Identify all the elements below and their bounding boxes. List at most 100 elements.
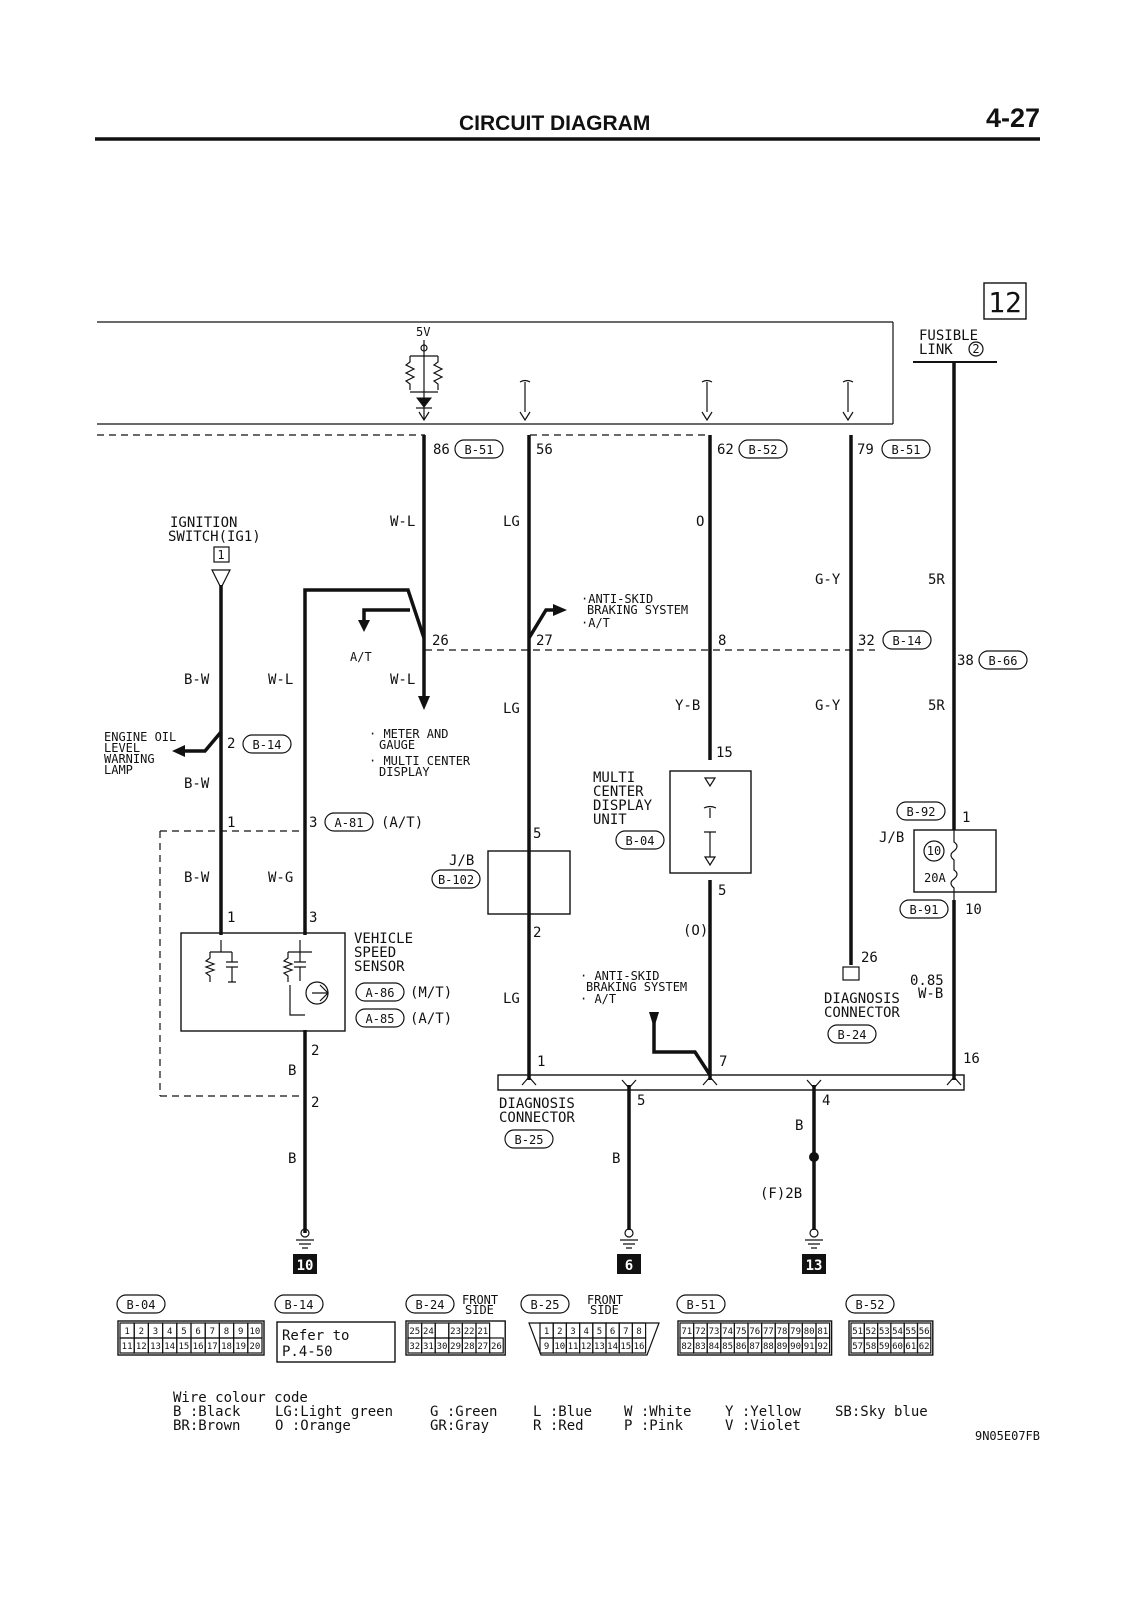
connector-pin-number: 10: [249, 1327, 260, 1337]
connector-pin-number: 9: [544, 1342, 549, 1352]
connector-pin-number: 3: [570, 1327, 575, 1337]
face-label-b51: B-51: [687, 1298, 716, 1312]
svg-text:5V: 5V: [416, 325, 430, 339]
connector-pin-number: 57: [852, 1342, 863, 1352]
diag-b24-terminal: [842, 966, 860, 981]
svg-text:FRONT: FRONT: [587, 1293, 623, 1307]
diag-b25-connector-bar: [497, 1074, 965, 1091]
face-label-b14: B-14: [285, 1298, 314, 1312]
connector-pin-number: 62: [919, 1342, 930, 1352]
connector-pin-number: 7: [210, 1327, 215, 1337]
connector-pin-number: 32: [409, 1342, 420, 1352]
svg-text:CENTER: CENTER: [593, 784, 644, 800]
connector-pin-number: 4: [167, 1327, 172, 1337]
svg-text:4: 4: [822, 1093, 830, 1109]
connector-pin-number: 59: [879, 1342, 890, 1352]
connector-pin-number: 8: [636, 1327, 641, 1337]
svg-text:5R: 5R: [928, 698, 945, 714]
pin-56: 56: [536, 442, 553, 458]
section-badge-box: [983, 282, 1027, 320]
vss-label: VEHICLE: [354, 931, 413, 947]
connector-pin-number: 53: [879, 1327, 890, 1337]
svg-text:1: 1: [217, 548, 224, 562]
connector-pin-number: 15: [178, 1342, 189, 1352]
face-label-b24: B-24: [416, 1298, 445, 1312]
connector-pin-number: 7: [623, 1327, 628, 1337]
connector-pin-number: 88: [763, 1342, 774, 1352]
svg-text:DISPLAY: DISPLAY: [379, 765, 430, 779]
at-label: A/T: [350, 650, 372, 664]
connector-pin-number: 24: [423, 1327, 434, 1337]
svg-text:32: 32: [858, 633, 875, 649]
svg-text:Y-B: Y-B: [675, 698, 700, 714]
svg-text:SIDE: SIDE: [465, 1303, 494, 1317]
svg-text:3: 3: [309, 910, 317, 926]
svg-text:Y :Yellow: Y :Yellow: [725, 1404, 801, 1420]
svg-text:CONNECTOR: CONNECTOR: [824, 1005, 900, 1021]
connector-face-b51: [677, 1320, 833, 1356]
connector-pin-number: 1: [544, 1327, 549, 1337]
conn-b25: B-25: [515, 1133, 544, 1147]
svg-text:W-L: W-L: [268, 672, 293, 688]
junction-block-left: [487, 850, 571, 915]
mcdu-internal-icon: [703, 777, 717, 867]
connector-pin-number: 85: [722, 1342, 733, 1352]
connector-pin-number: 13: [594, 1342, 605, 1352]
svg-text:B-W: B-W: [184, 870, 210, 886]
connector-pin-number: 92: [817, 1342, 828, 1352]
connector-pin-number: 60: [892, 1342, 903, 1352]
svg-text:7: 7: [719, 1054, 727, 1070]
svg-text:5: 5: [637, 1093, 645, 1109]
svg-text:5: 5: [533, 826, 541, 842]
pullup-resistor-icon: 5V: [404, 325, 444, 422]
page-number: 4-27: [986, 103, 1040, 133]
svg-text:SPEED: SPEED: [354, 945, 396, 961]
svg-text:W-L: W-L: [390, 672, 415, 688]
svg-text:SIDE: SIDE: [590, 1303, 619, 1317]
svg-text:V :Violet: V :Violet: [725, 1418, 801, 1434]
svg-text:13: 13: [806, 1258, 823, 1274]
svg-text:1: 1: [537, 1054, 545, 1070]
svg-text:1: 1: [962, 810, 970, 826]
svg-text:DISPLAY: DISPLAY: [593, 798, 653, 814]
section-badge: 12: [988, 286, 1022, 319]
svg-text:10: 10: [297, 1258, 314, 1274]
conn-b91: B-91: [910, 903, 939, 917]
svg-text:W :White: W :White: [624, 1404, 691, 1420]
ground-badge-13: [802, 1254, 826, 1274]
connector-pin-number: 30: [437, 1342, 448, 1352]
face-label-b25: B-25: [531, 1298, 560, 1312]
svg-text:2: 2: [972, 342, 979, 356]
svg-text:0.85: 0.85: [910, 973, 944, 989]
mcdu-label: MULTI: [593, 770, 635, 786]
conn-b51-b: B-51: [892, 443, 921, 457]
pin-86: 86: [433, 442, 450, 458]
fuse-number-circle: [923, 840, 945, 862]
conn-b14: B-14: [893, 634, 922, 648]
svg-text:G :Green: G :Green: [430, 1404, 497, 1420]
svg-text:LEVEL: LEVEL: [104, 741, 140, 755]
connector-pin-number: 61: [905, 1342, 916, 1352]
svg-text:LINK: LINK: [919, 342, 953, 358]
connector-pin-number: 55: [905, 1327, 916, 1337]
connector-faces: B-04 B-14 Refer to P.4-50 B-24 FRONT SID…: [116, 1293, 934, 1363]
diag-b25-label: DIAGNOSIS: [499, 1096, 575, 1112]
engine-oil-label: ENGINE OIL: [104, 730, 176, 744]
input-symbol-icons: [519, 379, 854, 422]
svg-text:LG: LG: [503, 991, 520, 1007]
conn-a85: A-85: [366, 1012, 395, 1026]
connector-pin-number: 89: [777, 1342, 788, 1352]
connector-pin-number: 83: [695, 1342, 706, 1352]
connector-pin-number: 2: [557, 1327, 562, 1337]
connector-pin-cell: [489, 1337, 504, 1354]
connector-pin-number: 16: [193, 1342, 204, 1352]
svg-text:1: 1: [227, 815, 235, 831]
connector-pin-number: 87: [749, 1342, 760, 1352]
connector-pin-number: 12: [581, 1342, 592, 1352]
connector-pin-number: 86: [736, 1342, 747, 1352]
connector-pin-number: 25: [409, 1327, 420, 1337]
svg-text:26: 26: [432, 633, 449, 649]
svg-text:B :Black: B :Black: [173, 1404, 241, 1420]
